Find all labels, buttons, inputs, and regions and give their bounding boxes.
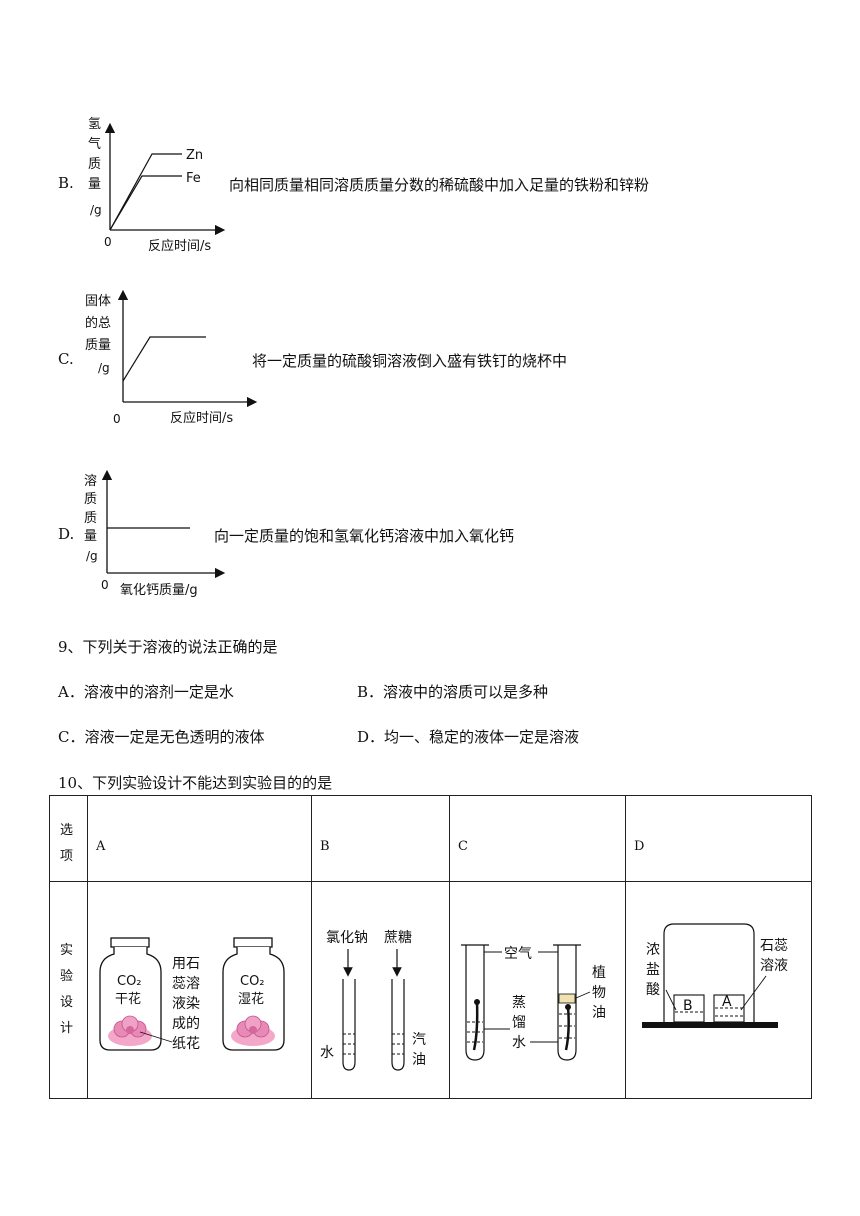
svg-text:水: 水	[512, 1035, 526, 1051]
origin-label: 0	[113, 412, 121, 426]
svg-text:蔗糖: 蔗糖	[384, 930, 412, 946]
bottle-dry-flower: CO₂ 干花	[99, 937, 162, 1051]
svg-text:浓: 浓	[646, 942, 660, 958]
xlabel: 反应时间/s	[170, 410, 233, 426]
line-fe	[109, 175, 182, 231]
ylabel-char: 氢	[88, 117, 101, 132]
option-label-b: B.	[58, 174, 74, 192]
xlabel: 反应时间/s	[148, 238, 211, 254]
svg-text:溶液: 溶液	[760, 958, 788, 974]
header-cell-option: 选 项	[49, 795, 88, 882]
question-9-option-a: A．溶液中的溶剂一定是水	[58, 683, 234, 701]
svg-text:酸: 酸	[646, 982, 660, 998]
option-header-c: C	[449, 795, 626, 882]
design-cell-a: CO₂ 干花 CO₂ 湿花	[87, 881, 312, 1099]
svg-text:物: 物	[592, 985, 606, 1001]
chart-c: 固体 的总 质量 /g 0 反应时间/s	[85, 289, 258, 426]
svg-text:石蕊: 石蕊	[760, 938, 788, 954]
ylabel-unit: /g	[90, 203, 102, 217]
bottle-wet-flower: CO₂ 湿花	[222, 937, 285, 1051]
ylabel-char: 量	[88, 177, 101, 192]
ylabel-char: 质	[84, 492, 97, 507]
bell-jar	[663, 923, 755, 1022]
diagram-d: B A 浓 盐 酸 石蕊 溶液	[642, 923, 788, 1028]
ylabel-char: 质	[88, 157, 101, 172]
series-label-zn: Zn	[186, 148, 203, 163]
diagram-a: CO₂ 干花 CO₂ 湿花	[99, 937, 285, 1052]
test-tube-oil	[557, 945, 577, 1061]
option-header-a: A	[87, 795, 312, 882]
origin-label: 0	[104, 235, 112, 249]
svg-text:植: 植	[592, 965, 606, 981]
option-label-c: C.	[58, 350, 74, 368]
ylabel-char: 量	[84, 529, 97, 544]
svg-text:油: 油	[592, 1005, 606, 1021]
test-tube-air	[465, 945, 485, 1061]
svg-text:B: B	[683, 998, 693, 1014]
svg-text:湿花: 湿花	[238, 991, 264, 1007]
svg-text:纸花: 纸花	[172, 1036, 200, 1052]
oil-layer	[558, 993, 576, 1004]
design-cell-c: 空气 蒸 馏 水 植 物 油	[449, 881, 626, 1099]
option-caption-d: 向一定质量的饱和氢氧化钙溶液中加入氧化钙	[214, 527, 515, 545]
question-9-stem: 9、下列关于溶液的说法正确的是	[58, 638, 278, 656]
svg-text:盐: 盐	[646, 962, 660, 978]
ylabel-unit: /g	[98, 361, 110, 375]
ylabel-char: 质	[84, 511, 97, 526]
ylabel-char: 溶	[84, 474, 97, 489]
question-9-option-b: B．溶液中的溶质可以是多种	[357, 683, 549, 701]
svg-text:干花: 干花	[115, 991, 141, 1007]
question-9-option-c: C．溶液一定是无色透明的液体	[58, 728, 265, 746]
design-cell-b: 氯化钠 蔗糖 水 汽 油	[311, 881, 450, 1099]
svg-text:蒸: 蒸	[512, 995, 526, 1011]
question-10-table: 选 项 A B C D 实 验 设 计 CO₂	[49, 795, 812, 1099]
line-solid-mass	[122, 336, 206, 382]
ylabel-char: 气	[88, 136, 101, 152]
flower-icon	[231, 1015, 275, 1046]
svg-text:油: 油	[412, 1052, 426, 1068]
svg-text:成的: 成的	[172, 1016, 200, 1032]
origin-label: 0	[101, 578, 109, 592]
ylabel-line: 质量	[85, 338, 111, 353]
diagram-c: 空气 蒸 馏 水 植 物 油	[461, 944, 606, 1061]
flower-icon	[108, 1015, 152, 1046]
question-10-stem: 10、下列实验设计不能达到实验目的的是	[58, 774, 333, 792]
option-header-d: D	[625, 795, 812, 882]
xlabel: 氧化钙质量/g	[120, 583, 198, 598]
ylabel-unit: /g	[86, 549, 98, 563]
design-cell-d: B A 浓 盐 酸 石蕊 溶液	[625, 881, 812, 1099]
svg-text:水: 水	[320, 1045, 334, 1061]
svg-text:A: A	[722, 994, 732, 1010]
svg-text:CO₂: CO₂	[117, 974, 142, 989]
question-9-option-d: D．均一、稳定的液体一定是溶液	[357, 728, 580, 746]
beaker-a	[713, 994, 745, 1023]
svg-text:汽: 汽	[412, 1032, 426, 1048]
svg-text:馏: 馏	[512, 1015, 526, 1031]
ylabel-line: 固体	[85, 294, 111, 309]
svg-text:CO₂: CO₂	[240, 974, 265, 989]
iron-nail-icon	[564, 1006, 570, 1051]
option-caption-b: 向相同质量相同溶质质量分数的稀硫酸中加入足量的铁粉和锌粉	[229, 176, 650, 194]
svg-text:空气: 空气	[504, 946, 532, 962]
svg-text:用石: 用石	[172, 956, 200, 972]
iron-nail-icon	[472, 1001, 479, 1051]
base-plate	[642, 1022, 778, 1028]
diagram-b: 氯化钠 蔗糖 水 汽 油	[320, 930, 426, 1071]
svg-text:液染: 液染	[172, 996, 200, 1012]
test-tube-water	[342, 979, 356, 1071]
test-tube-gasoline	[391, 979, 405, 1071]
chart-d: 溶 质 质 量 /g 0 氧化钙质量/g	[84, 469, 226, 598]
option-caption-c: 将一定质量的硫酸铜溶液倒入盛有铁钉的烧杯中	[252, 352, 568, 370]
ylabel-line: 的总	[85, 315, 111, 331]
svg-text:蕊溶: 蕊溶	[172, 976, 200, 992]
svg-text:氯化钠: 氯化钠	[326, 930, 368, 946]
header-cell-design: 实 验 设 计	[49, 881, 88, 1099]
option-header-b: B	[311, 795, 450, 882]
line-zn	[109, 153, 182, 231]
chart-b: Zn Fe 氢 气 质 量 /g 0 反应时间/s	[88, 117, 226, 254]
option-label-d: D.	[58, 525, 75, 543]
series-label-fe: Fe	[186, 171, 201, 186]
beaker-b	[673, 994, 705, 1023]
